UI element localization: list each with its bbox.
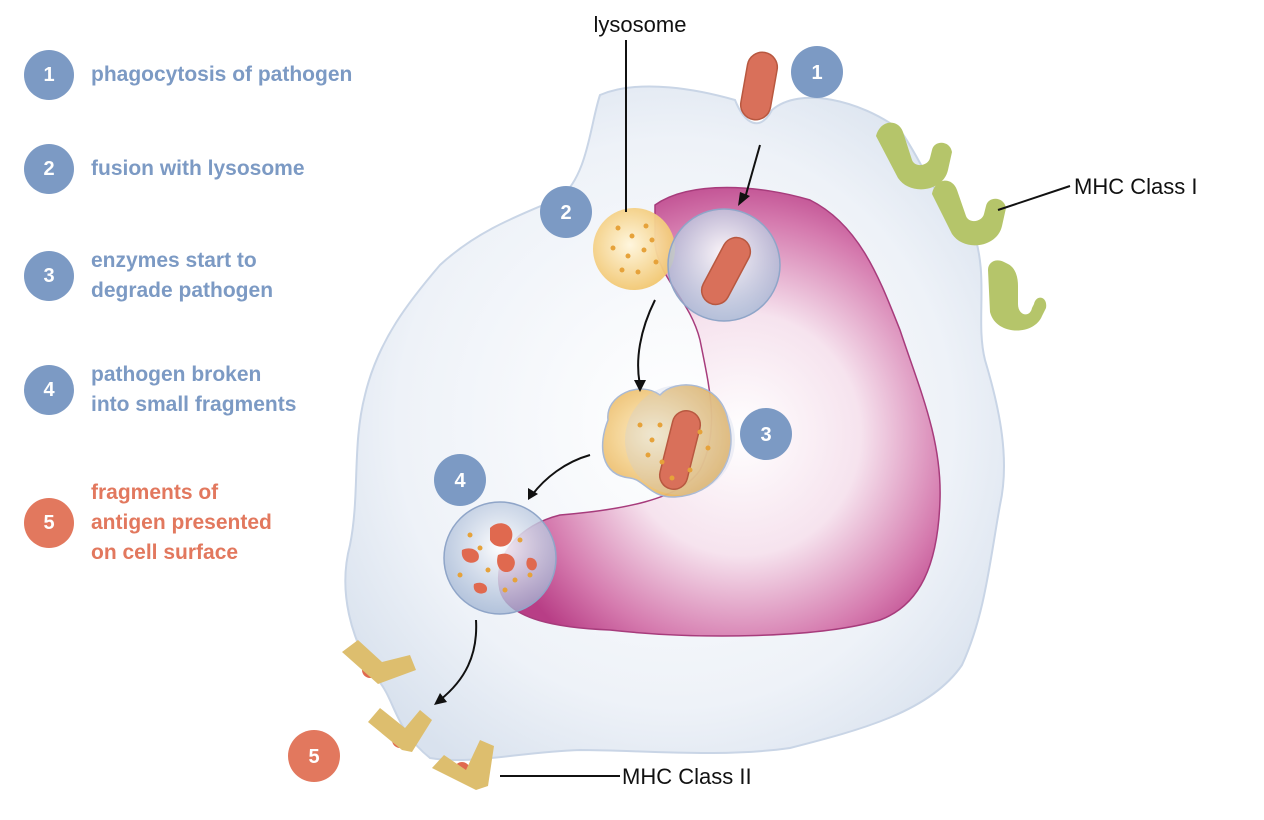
mhc-class-2-receptors: [342, 640, 494, 790]
arrow-step-1: [744, 144, 761, 199]
marker-2: 2: [540, 186, 592, 238]
legend-step-5: 5 fragments of antigen presented on cell…: [24, 478, 272, 568]
pathogen-entering: [739, 51, 779, 121]
engulfed-pathogen: [700, 236, 752, 306]
legend-step-3: 3 enzymes start to degrade pathogen: [24, 246, 273, 306]
arrow-heads: [434, 192, 750, 705]
svg-text:3: 3: [760, 424, 771, 446]
fragment-enzymes: [457, 532, 533, 593]
pathway-arrows: [439, 144, 761, 701]
phagolysosome-enzymes: [637, 422, 711, 481]
marker-5: 5: [288, 730, 340, 782]
mhc-class-1-label: MHC Class I: [1074, 174, 1197, 199]
arrow-step-2: [637, 299, 656, 386]
mhc-class-1-receptors: [876, 122, 1047, 331]
legend-step-1: 1 phagocytosis of pathogen: [24, 50, 352, 100]
degrading-pathogen: [658, 410, 702, 490]
step-2-text: fusion with lysosome: [91, 157, 305, 180]
legend-step-4: 4 pathogen broken into small fragments: [24, 360, 296, 420]
step-4-badge: 4: [24, 365, 74, 415]
step-3-text: enzymes start to degrade pathogen: [91, 249, 274, 302]
lysosome: [593, 208, 675, 290]
phagolysosome: [601, 384, 732, 498]
svg-text:4: 4: [454, 470, 466, 492]
marker-3: 3: [740, 408, 792, 460]
lysosome-enzymes: [610, 223, 659, 275]
mhc-class-2-label: MHC Class II: [622, 764, 752, 789]
step-5-badge: 5: [24, 498, 74, 548]
step-2-badge: 2: [24, 144, 74, 194]
step-1-text: phagocytosis of pathogen: [91, 63, 353, 86]
arrow-step-3: [531, 454, 591, 496]
svg-text:2: 2: [560, 202, 571, 224]
legend-step-2: 2 fusion with lysosome: [24, 144, 305, 194]
label-lines: [500, 40, 1071, 777]
pathogen-fragments: [461, 523, 537, 594]
step-3-badge: 3: [24, 251, 74, 301]
step-1-badge: 1: [24, 50, 74, 100]
svg-text:1: 1: [811, 62, 822, 84]
step-5-text: fragments of antigen presented on cell s…: [91, 481, 272, 564]
svg-text:5: 5: [308, 746, 319, 768]
marker-1: 1: [791, 46, 843, 98]
arrow-step-4: [439, 619, 478, 701]
marker-4: 4: [434, 454, 486, 506]
step-4-text: pathogen broken into small fragments: [91, 363, 297, 416]
lysosome-label: lysosome: [594, 12, 687, 37]
legend: 1 phagocytosis of pathogen 2 fusion with…: [24, 0, 444, 600]
